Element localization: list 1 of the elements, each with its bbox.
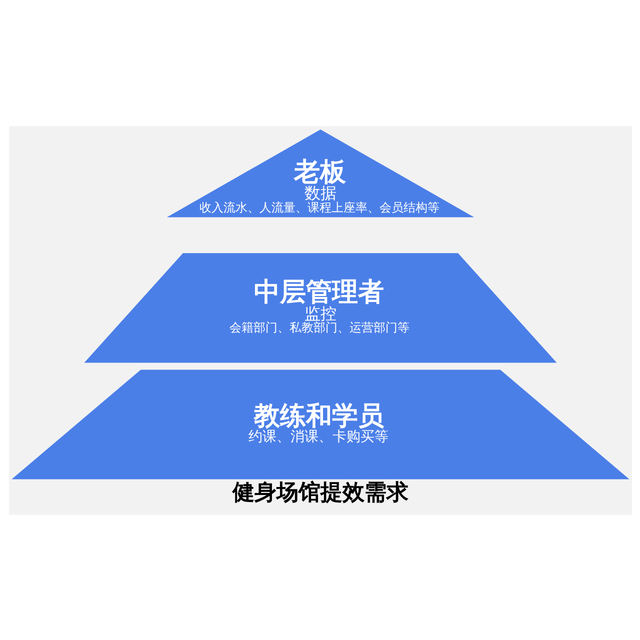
caption: 健身场馆提效需求 xyxy=(232,478,408,505)
